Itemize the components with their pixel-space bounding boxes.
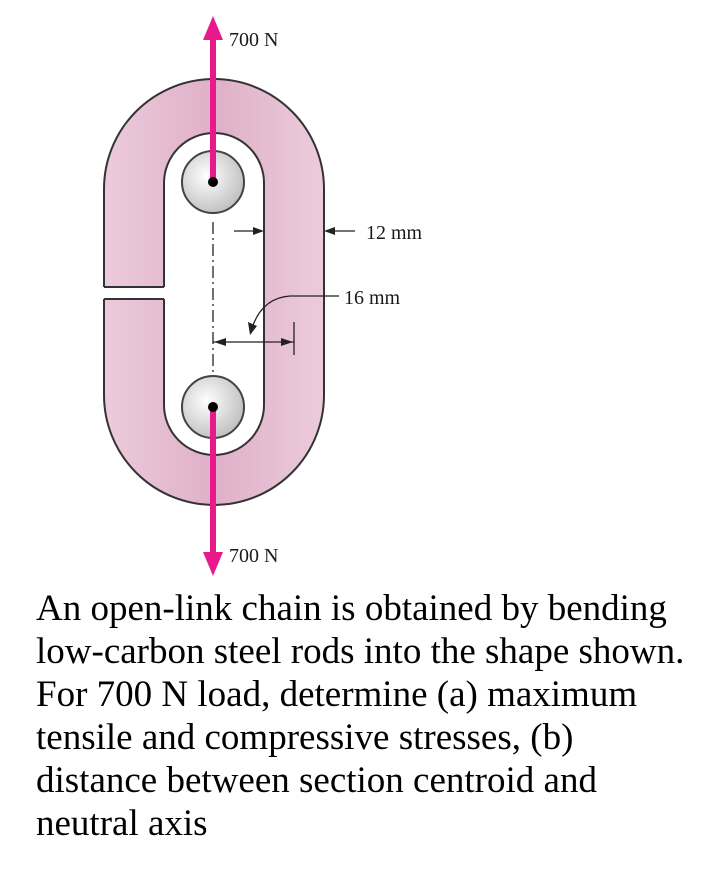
offset-dim-label: 16 mm [344,287,401,309]
thickness-dim-left-arrowhead [253,227,264,235]
bottom-load-arrowhead [203,552,223,576]
bottom-pin-center-dot [208,402,218,412]
offset-dim-left-arrowhead [214,338,226,346]
thickness-dim-label: 12 mm [366,222,423,244]
offset-dim-right-arrowhead [281,338,293,346]
bottom-load-label: 700 N [229,545,278,567]
top-load-arrowhead [203,16,223,40]
top-pin-center-dot [208,177,218,187]
offset-dim-leader-arrowhead [248,322,257,335]
chain-link-body [103,78,325,506]
link-gap [100,287,166,299]
chain-link-figure: 700 N 700 N 12 mm 16 mm [100,16,423,576]
top-load-label: 700 N [229,29,278,51]
offset-dim-leader [251,295,339,329]
problem-statement: An open-link chain is obtained by bendin… [36,588,685,844]
thickness-dim-right-arrowhead [324,227,335,235]
